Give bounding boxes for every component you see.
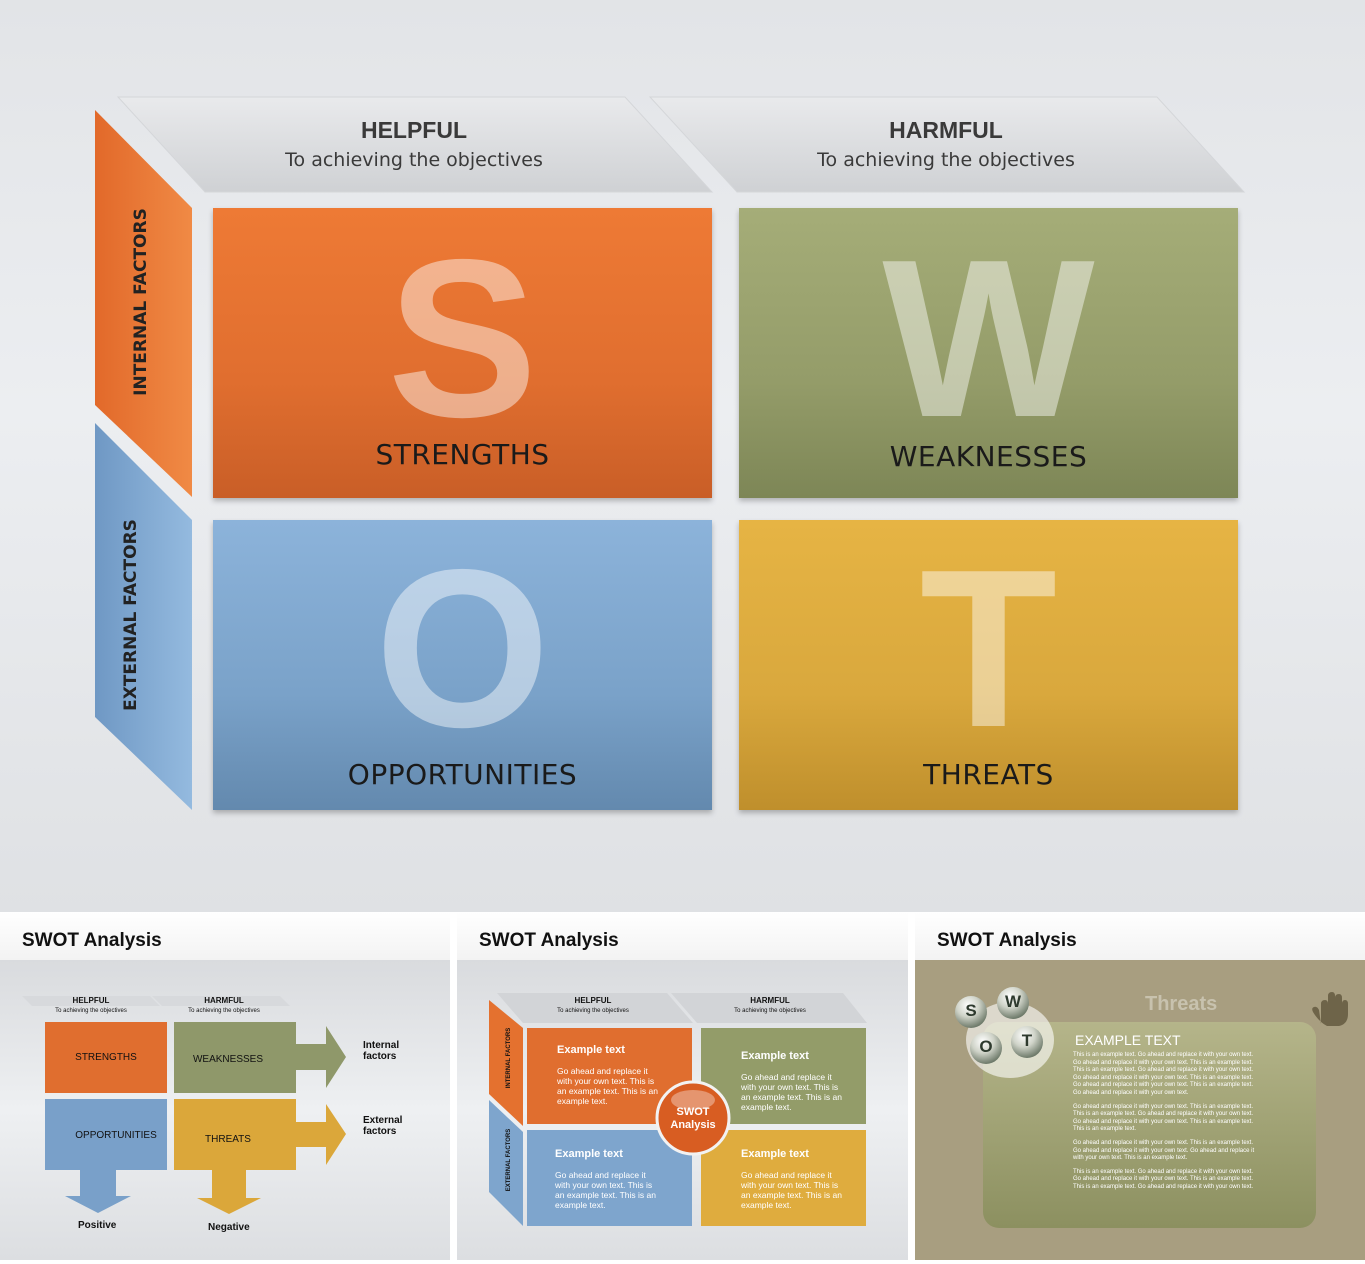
- thumbnail-2-title: SWOT Analysis: [479, 930, 619, 951]
- thumb2-cell-o-title: Example text: [555, 1148, 623, 1160]
- header-harmful: HARMFUL To achieving the objectives: [737, 117, 1155, 171]
- ball-s: S: [965, 1001, 977, 1020]
- thumb1-col1: HELPFUL: [72, 996, 110, 1005]
- thumb2-external-factors: EXTERNAL FACTORS: [506, 1128, 512, 1192]
- header-harmful-shape: [648, 96, 1246, 193]
- letter-t: T: [919, 522, 1058, 774]
- thumb3-para1: This is an example text. Go ahead and re…: [1073, 1052, 1254, 1096]
- quadrant-strengths: S STRENGTHS: [213, 208, 712, 498]
- thumb3-para2: Go ahead and replace it with your own te…: [1073, 1103, 1254, 1133]
- thumb2-cell-w: Example text Go ahead and replace it wit…: [741, 1050, 861, 1112]
- thumb2-cell-s-body: Go ahead and replace it with your own te…: [557, 1066, 658, 1106]
- row-label-internal: INTERNAL FACTORS: [131, 208, 151, 396]
- thumb3-heading: Threats: [1145, 993, 1218, 1015]
- side-internal-shape: [95, 110, 192, 497]
- thumbnail-1-title: SWOT Analysis: [22, 930, 162, 951]
- thumb3-para4: This is an example text. Go ahead and re…: [1073, 1168, 1254, 1190]
- quadrant-weaknesses: W WEAKNESSES: [739, 208, 1238, 498]
- thumbnail-1[interactable]: SWOT Analysis HELPFUL To achieving the o…: [0, 912, 450, 1264]
- thumb1-negative: Negative: [208, 1222, 250, 1233]
- thumb3-para3: Go ahead and replace it with your own te…: [1073, 1139, 1255, 1162]
- thumbnail-3-shapes: [955, 987, 1348, 1228]
- header-helpful-shape: [116, 96, 714, 193]
- letter-s: S: [387, 212, 538, 464]
- thumb2-internal-factors: INTERNAL FACTORS: [506, 1027, 512, 1089]
- thumb2-center-badge: SWOT Analysis: [670, 1106, 716, 1131]
- thumb3-example-title: EXAMPLE TEXT: [1075, 1032, 1181, 1048]
- thumb2-col1: HELPFUL: [574, 996, 612, 1005]
- thumb1-internal-factors: Internal factors: [363, 1040, 400, 1062]
- thumb1-threats: THREATS: [205, 1134, 251, 1145]
- quadrant-threats: T THREATS: [739, 520, 1238, 810]
- thumbnail-3[interactable]: SWOT Analysis S W O: [915, 912, 1365, 1264]
- thumb1-col2: HARMFUL: [204, 996, 244, 1005]
- thumbnail-3-title: SWOT Analysis: [937, 930, 1077, 951]
- thumb2-cell-o: Example text Go ahead and replace it wit…: [555, 1148, 685, 1210]
- swot-main-diagram: HELPFUL To achieving the objectives HARM…: [0, 0, 1365, 912]
- swot-frame-shapes: [95, 96, 1246, 810]
- thumb1-weaknesses: WEAKNESSES: [192, 1054, 264, 1065]
- header-helpful: HELPFUL To achieving the objectives: [205, 117, 623, 171]
- header-harmful-title: HARMFUL: [889, 117, 1003, 143]
- thumb2-col1-sub: To achieving the objectives: [557, 1008, 629, 1014]
- thumb2-cell-w-title: Example text: [741, 1050, 809, 1062]
- thumb1-strengths: STRENGTHS: [75, 1052, 137, 1063]
- thumb2-cell-s-title: Example text: [557, 1044, 625, 1056]
- thumb2-col2: HARMFUL: [750, 996, 790, 1005]
- ball-t: T: [1021, 1031, 1033, 1050]
- thumb1-external-factors: External factors: [363, 1115, 403, 1137]
- header-helpful-subtitle: To achieving the objectives: [285, 149, 543, 171]
- thumb2-cell-w-body: Go ahead and replace it with your own te…: [741, 1072, 842, 1112]
- ball-w: W: [1005, 992, 1022, 1011]
- thumb2-cell-t: Example text Go ahead and replace it wit…: [741, 1148, 861, 1210]
- ball-o: O: [979, 1037, 993, 1056]
- thumb2-cell-o-body: Go ahead and replace it with your own te…: [555, 1170, 656, 1210]
- side-external-shape: [95, 423, 192, 810]
- letter-o: O: [374, 522, 550, 774]
- thumb2-col2-sub: To achieving the objectives: [734, 1008, 806, 1014]
- thumb2-cell-t-title: Example text: [741, 1148, 809, 1160]
- label-strengths: STRENGTHS: [375, 438, 550, 471]
- thumb1-col1-sub: To achieving the objectives: [55, 1008, 127, 1014]
- label-opportunities: OPPORTUNITIES: [347, 758, 578, 791]
- header-helpful-title: HELPFUL: [360, 117, 468, 143]
- thumb1-opportunities: OPPORTUNITIES: [75, 1130, 157, 1141]
- label-threats: THREATS: [923, 758, 1054, 791]
- hand-icon: [1312, 992, 1348, 1026]
- thumbnail-1-shapes: [22, 996, 346, 1214]
- thumbnail-2-shapes: [489, 993, 867, 1226]
- thumb2-cell-t-body: Go ahead and replace it with your own te…: [741, 1170, 842, 1210]
- thumb1-col2-sub: To achieving the objectives: [188, 1008, 260, 1014]
- thumb2-cell-s: Example text Go ahead and replace it wit…: [557, 1044, 687, 1106]
- quadrant-opportunities: O OPPORTUNITIES: [213, 520, 712, 810]
- letter-w: W: [882, 212, 1095, 464]
- label-weaknesses: WEAKNESSES: [889, 440, 1088, 473]
- row-label-external: EXTERNAL FACTORS: [121, 519, 141, 711]
- thumb1-positive: Positive: [78, 1220, 117, 1231]
- thumbnail-2[interactable]: SWOT Analysis HELPFUL To achieving the o…: [457, 912, 908, 1264]
- header-harmful-subtitle: To achieving the objectives: [817, 149, 1075, 171]
